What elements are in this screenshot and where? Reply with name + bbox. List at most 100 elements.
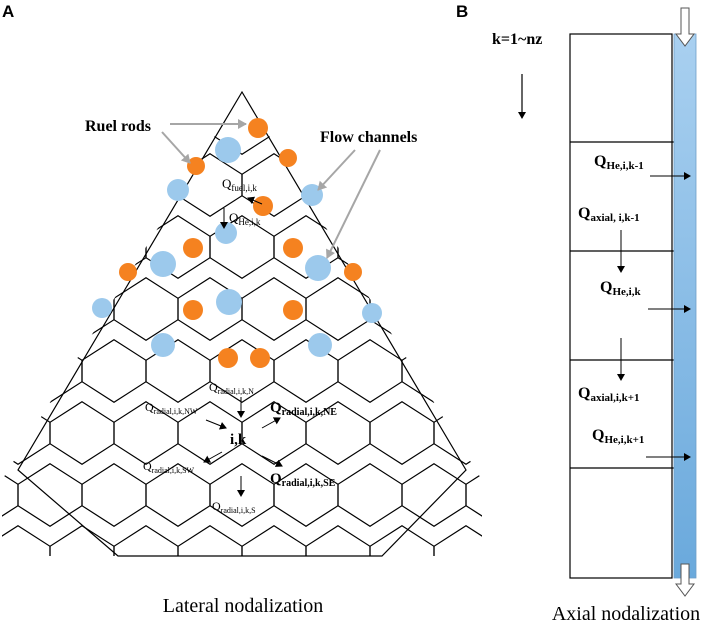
hex-cell <box>498 278 562 341</box>
q-radial-ne-label: Qradial,i,k,NE <box>270 400 337 418</box>
hex-cell <box>177 524 243 556</box>
q-fuel-arrow <box>247 196 263 205</box>
flow-channels <box>92 137 382 357</box>
radial-arrows <box>203 397 283 497</box>
hex-cell <box>49 400 115 466</box>
label-pointers <box>161 119 381 259</box>
flow-channel <box>216 289 242 315</box>
hex-cell <box>113 524 179 556</box>
inlet-arrow-icon <box>675 7 695 47</box>
hex-cell <box>81 462 147 528</box>
hex-cell <box>722 92 726 155</box>
flow-channel <box>92 298 112 318</box>
hex-cell <box>722 464 726 527</box>
q-radial-s-label: Qradial,i,k,S <box>212 499 256 515</box>
q-radial-n-label: Qradial,i,k,N <box>209 380 254 396</box>
hex-cell <box>498 526 562 589</box>
panel-a-letter: A <box>2 2 14 21</box>
flow-channel <box>308 333 332 357</box>
q-radial-nw-label: Qradial,i,k,NW <box>145 400 198 416</box>
hex-cell <box>722 216 726 279</box>
radial-arrow-ne <box>261 417 281 429</box>
hex-cell <box>2 276 51 342</box>
hex-cell <box>465 462 482 528</box>
hex-cell <box>433 400 482 466</box>
hex-cell <box>2 400 51 466</box>
hex-cell <box>17 214 83 280</box>
k-range-label: k=1~nz <box>492 31 542 48</box>
q-fuel-label: Qfuel,i,k <box>222 176 257 193</box>
hex-cell <box>369 152 435 218</box>
fuel-rod <box>119 263 137 281</box>
q-radial-se-label: Qradial,i,k,SE <box>270 471 336 489</box>
panel-a: A <box>2 2 726 617</box>
fuel-rods-label: Ruel rods <box>85 118 151 135</box>
hex-cell <box>17 338 83 404</box>
triangle-boundary <box>17 90 467 557</box>
hex-cell <box>2 524 51 556</box>
hex-cell <box>337 338 403 404</box>
center-node-label: i,k <box>230 432 247 448</box>
hex-cell <box>722 340 726 403</box>
hex-cell <box>337 462 403 528</box>
hex-cell <box>369 400 435 466</box>
hex-cell <box>81 338 147 404</box>
hex-cell <box>465 92 482 156</box>
hex-cell <box>2 92 19 156</box>
fuel-rod <box>283 238 303 258</box>
hex-cell <box>465 214 482 280</box>
hex-cell <box>498 402 562 465</box>
hex-cell <box>2 338 19 404</box>
flow-channel <box>215 222 237 244</box>
hex-cell <box>433 152 482 218</box>
fuel-rod <box>183 300 203 320</box>
hex-cell <box>305 276 371 342</box>
hex-cell <box>433 276 482 342</box>
q-he-k-label: QHe,i,k <box>600 279 641 298</box>
q-radial-sw-label: Qradial,i,k,SW <box>143 459 195 475</box>
q-he-km1-label: QHe,i,k-1 <box>594 153 644 172</box>
flow-channel-pointer-2 <box>326 149 381 259</box>
panel-a-caption: Lateral nodalization <box>163 595 323 617</box>
q-axial-km1-label: Qaxial, i,k-1 <box>578 205 640 224</box>
panel-b-caption: Axial nodalization <box>552 603 700 625</box>
flow-channel <box>167 179 189 201</box>
fuel-rod <box>183 238 203 258</box>
hex-cell <box>209 462 275 528</box>
hex-cell <box>49 152 115 218</box>
flow-channel-pointer-1 <box>317 149 356 191</box>
radial-arrow-sw <box>203 451 223 463</box>
hex-cell <box>49 524 115 556</box>
flow-channel <box>150 251 176 277</box>
panel-b-letter: B <box>456 2 468 21</box>
flow-channel <box>362 303 382 323</box>
hex-cell <box>498 154 562 217</box>
hex-cell <box>433 524 482 556</box>
hex-cell <box>401 462 467 528</box>
hex-cell <box>241 524 307 556</box>
outlet-arrow-icon <box>675 563 695 597</box>
hex-cell <box>2 152 51 218</box>
flow-channels-label: Flow channels <box>320 129 417 146</box>
fuel-rod <box>283 300 303 320</box>
fuel-rod <box>248 118 268 138</box>
fuel-rod <box>250 348 270 368</box>
hex-cell <box>2 214 19 280</box>
coolant-channel <box>673 33 697 579</box>
panel-b: B k=1~nz QHe,i,k-1 Qaxial, i,k-1 QHe,i,k <box>456 2 700 625</box>
hex-cell <box>401 214 467 280</box>
hex-cell <box>113 276 179 342</box>
q-he-kp1-label: QHe,i,k+1 <box>592 427 644 446</box>
flow-channel <box>215 137 241 163</box>
fuel-rods <box>119 118 362 368</box>
radial-arrow-nw <box>205 419 227 430</box>
flow-channel <box>151 333 175 357</box>
fuel-rod-pointer-2 <box>161 131 191 164</box>
axial-column <box>569 33 673 579</box>
fuel-rod <box>253 196 273 216</box>
hex-cell <box>465 338 482 404</box>
q-he-label: QHe,i,k <box>229 210 261 227</box>
fuel-rod <box>279 149 297 167</box>
hex-cell <box>17 92 83 156</box>
